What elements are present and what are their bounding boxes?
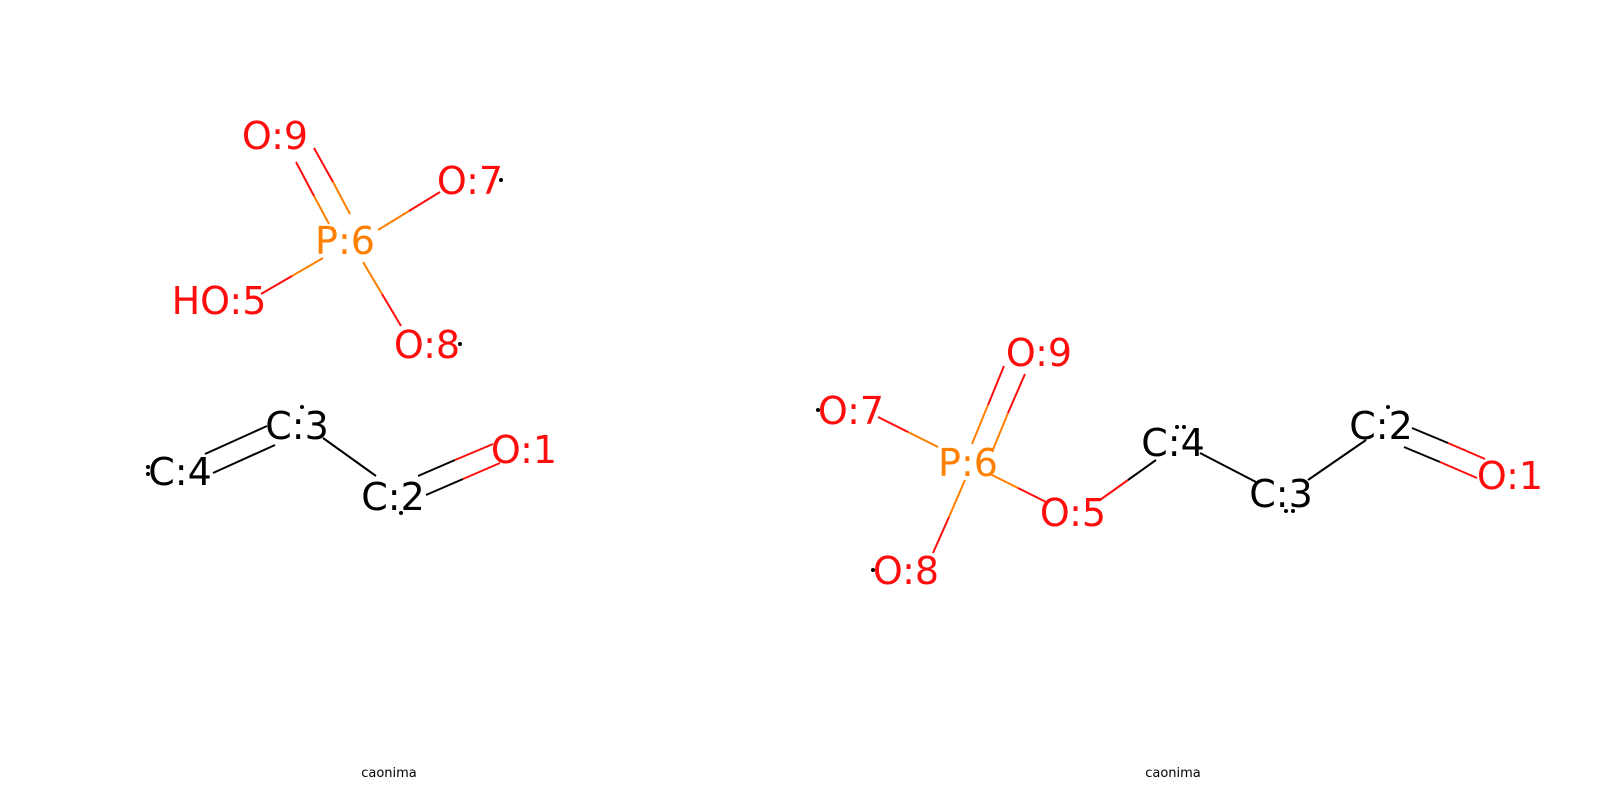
radical-dot xyxy=(816,408,820,412)
bond-c3-c2 xyxy=(1307,439,1367,481)
bond-p6-ho5 xyxy=(260,257,324,295)
bond-c3-c2 xyxy=(322,437,377,477)
atom-c4: C:4 xyxy=(1141,421,1205,465)
atom-c3: C:3 xyxy=(1249,472,1313,516)
radical-dot xyxy=(399,511,403,515)
bond-c4-c3-double xyxy=(204,425,276,474)
atom-p6: P:6 xyxy=(315,219,375,263)
atom-o9: O:9 xyxy=(1006,331,1072,375)
atom-c2: C:2 xyxy=(1349,404,1413,448)
panel-caption: caonima xyxy=(361,766,417,781)
bond-o5-c4 xyxy=(1099,459,1157,501)
radical-dot xyxy=(871,568,875,572)
radical-dot xyxy=(1175,425,1179,429)
bond-c4-c3 xyxy=(1199,452,1257,483)
radical-dot xyxy=(1386,405,1390,409)
radical-dot xyxy=(1182,425,1186,429)
radical-dot xyxy=(1291,509,1295,513)
atom-c2: C:2 xyxy=(361,475,425,519)
bond-p6-o5 xyxy=(989,473,1047,503)
atom-c4: C:4 xyxy=(148,450,212,494)
bond-c2-o1-double xyxy=(1403,427,1486,479)
radical-dot xyxy=(146,472,150,476)
atom-o1: O:1 xyxy=(1477,454,1543,498)
bond-p6-o8 xyxy=(362,261,402,327)
atom-o7: O:7 xyxy=(437,159,503,203)
atom-p6: P:6 xyxy=(938,441,998,485)
bond-p6-o7 xyxy=(377,191,441,231)
radical-dot xyxy=(458,342,462,346)
product-panel: O:9 O:7 P:6 O:5 O:8 C:4 C:3 C:2 O:1 caon… xyxy=(816,331,1543,781)
bond-p6-o8 xyxy=(932,479,966,554)
bond-p6-o9-double xyxy=(971,365,1026,453)
radical-dot xyxy=(499,178,503,182)
panel-caption: caonima xyxy=(1145,766,1201,781)
radical-dot xyxy=(1284,509,1288,513)
bond-p6-o9-double xyxy=(295,147,351,225)
bond-p6-o7 xyxy=(877,416,939,448)
atom-o8: O:8 xyxy=(873,549,939,593)
atom-ho5: HO:5 xyxy=(172,279,267,323)
atom-o8: O:8 xyxy=(394,323,460,367)
radical-dot xyxy=(300,405,304,409)
radical-dot xyxy=(146,465,150,469)
reactant-panel: O:9 O:7 P:6 HO:5 O:8 C:3 C:4 C:2 O:1 cao… xyxy=(146,114,557,781)
atom-o5: O:5 xyxy=(1040,491,1106,535)
atom-o1: O:1 xyxy=(491,428,557,472)
atom-c3: C:3 xyxy=(265,404,329,448)
atom-o9: O:9 xyxy=(242,114,308,158)
atom-o7: O:7 xyxy=(818,389,884,433)
bond-c2-o1-double xyxy=(417,443,501,496)
